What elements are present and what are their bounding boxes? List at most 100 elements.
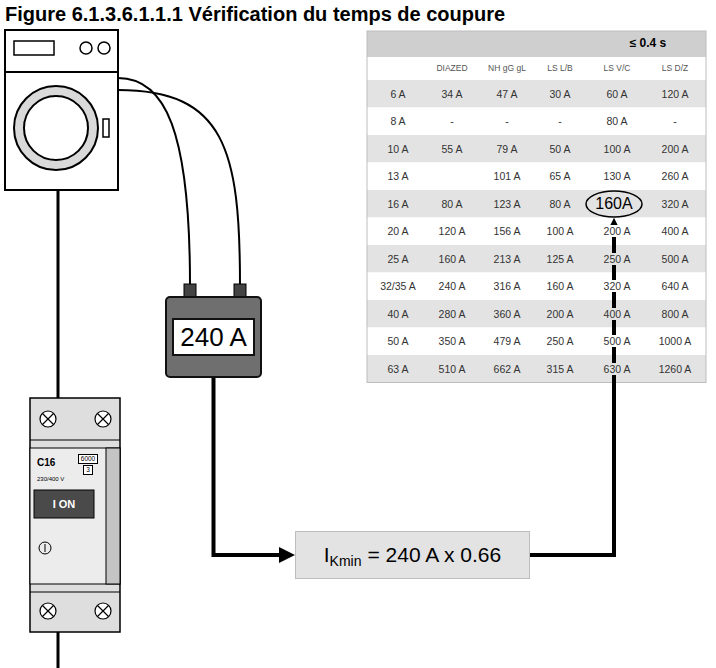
terminal-screw: [98, 606, 109, 617]
terminal-screw: [40, 603, 56, 619]
supply-cable: [57, 190, 60, 398]
table-cell: 100 A: [545, 225, 576, 237]
table-row: [367, 273, 706, 301]
class-number: 3: [83, 465, 93, 474]
table-cell: 400 A: [602, 308, 633, 320]
table-cell: -: [503, 115, 511, 127]
table-row: [367, 190, 706, 218]
table-cell: 30 A: [547, 88, 572, 100]
panel-line: [5, 71, 118, 73]
table-cell: 350 A: [437, 335, 468, 347]
table-cell: 250 A: [545, 335, 576, 347]
table-cell: 1000 A: [657, 335, 694, 347]
column-header: LS D/Z: [660, 64, 690, 74]
result-value: 160A: [595, 195, 632, 213]
table-header-band: [367, 31, 706, 57]
door-ring: [14, 86, 98, 170]
terminal-screw: [95, 411, 111, 427]
breaker-front: [30, 448, 120, 584]
table-cell: 47 A: [494, 88, 519, 100]
door-handle: [103, 119, 109, 137]
rating-cell: 50 A: [385, 335, 410, 347]
test-lead: [118, 90, 240, 285]
table-cell: 260 A: [660, 170, 691, 182]
table-column-band: [367, 57, 706, 80]
table-cell: 160 A: [545, 280, 576, 292]
table-row: [367, 163, 706, 191]
table-cell: 101 A: [492, 170, 523, 182]
flow-arrow: [214, 378, 288, 555]
table-cell: 156 A: [492, 225, 523, 237]
breaker-edge: [30, 440, 120, 441]
table-cell: 630 A: [602, 363, 633, 375]
table-cell: 50 A: [547, 143, 572, 155]
approval-symbol: [45, 544, 46, 552]
protection-table: [367, 31, 706, 383]
table-cell: 65 A: [547, 170, 572, 182]
table-cell: 316 A: [492, 280, 523, 292]
machine-body: [5, 30, 118, 190]
table-cell: 60 A: [604, 88, 629, 100]
table-cell: 500 A: [602, 335, 633, 347]
formula-symbol: I: [324, 543, 330, 567]
table-row: [367, 300, 706, 328]
table-cell: 320 A: [602, 280, 633, 292]
table-cell: 160 A: [437, 253, 468, 265]
rating-cell: 25 A: [385, 253, 410, 265]
terminal-screw: [43, 606, 54, 617]
table-row: [367, 328, 706, 356]
meter-box: 240 A: [165, 296, 262, 378]
table-cell: 55 A: [439, 143, 464, 155]
rating-cell: 40 A: [385, 308, 410, 320]
table-cell: 240 A: [437, 280, 468, 292]
table-cell: 479 A: [492, 335, 523, 347]
table-cell: 80 A: [439, 198, 464, 210]
table-cell: 80 A: [547, 198, 572, 210]
circuit-breaker: [30, 398, 120, 632]
door-glass: [24, 96, 88, 160]
formula-subscript: Kmin: [330, 553, 362, 569]
table-cell: 640 A: [660, 280, 691, 292]
time-header: ≤ 0.4 s: [628, 37, 669, 51]
rating-cell: 8 A: [388, 115, 407, 127]
terminal-screw: [43, 414, 54, 425]
rating-cell: 20 A: [385, 225, 410, 237]
terminal-screw: [40, 411, 56, 427]
breaker-body: [30, 398, 120, 632]
formula-text: = 240 A x 0.66: [368, 543, 502, 567]
table-cell: 1260 A: [657, 363, 694, 375]
table-cell: 100 A: [602, 143, 633, 155]
meter-reading: 240 A: [172, 318, 255, 357]
table-cell: 800 A: [660, 308, 691, 320]
table-outline: [367, 31, 706, 383]
table-row: [367, 135, 706, 163]
table-row: [367, 80, 706, 108]
voltage-label: 230/400 V: [35, 476, 66, 483]
result-ellipse: 160A: [585, 190, 643, 218]
rating-cell: 13 A: [385, 170, 410, 182]
terminal-screw: [95, 603, 111, 619]
table-cell: 120 A: [437, 225, 468, 237]
table-cell: 200 A: [602, 225, 633, 237]
rating-cell: 32/35 A: [378, 280, 418, 292]
rating-cell: 6 A: [388, 88, 407, 100]
table-cell: 200 A: [660, 143, 691, 155]
table-cell: 400 A: [660, 225, 691, 237]
machine-knob: [98, 42, 110, 54]
rating-cell: 16 A: [385, 198, 410, 210]
table-cell: 34 A: [439, 88, 464, 100]
test-lead: [118, 78, 190, 285]
table-cell: 250 A: [602, 253, 633, 265]
table-cell: -: [448, 115, 456, 127]
column-header: NH gG gL: [486, 64, 528, 74]
washing-machine: [5, 30, 118, 190]
table-cell: 315 A: [545, 363, 576, 375]
table-cell: 320 A: [660, 198, 691, 210]
breaker-edge: [30, 592, 120, 593]
table-row: [367, 245, 706, 273]
column-header: DIAZED: [434, 64, 469, 74]
breaking-capacity: 6000: [78, 454, 98, 463]
table-cell: 120 A: [660, 88, 691, 100]
table-cell: 79 A: [494, 143, 519, 155]
